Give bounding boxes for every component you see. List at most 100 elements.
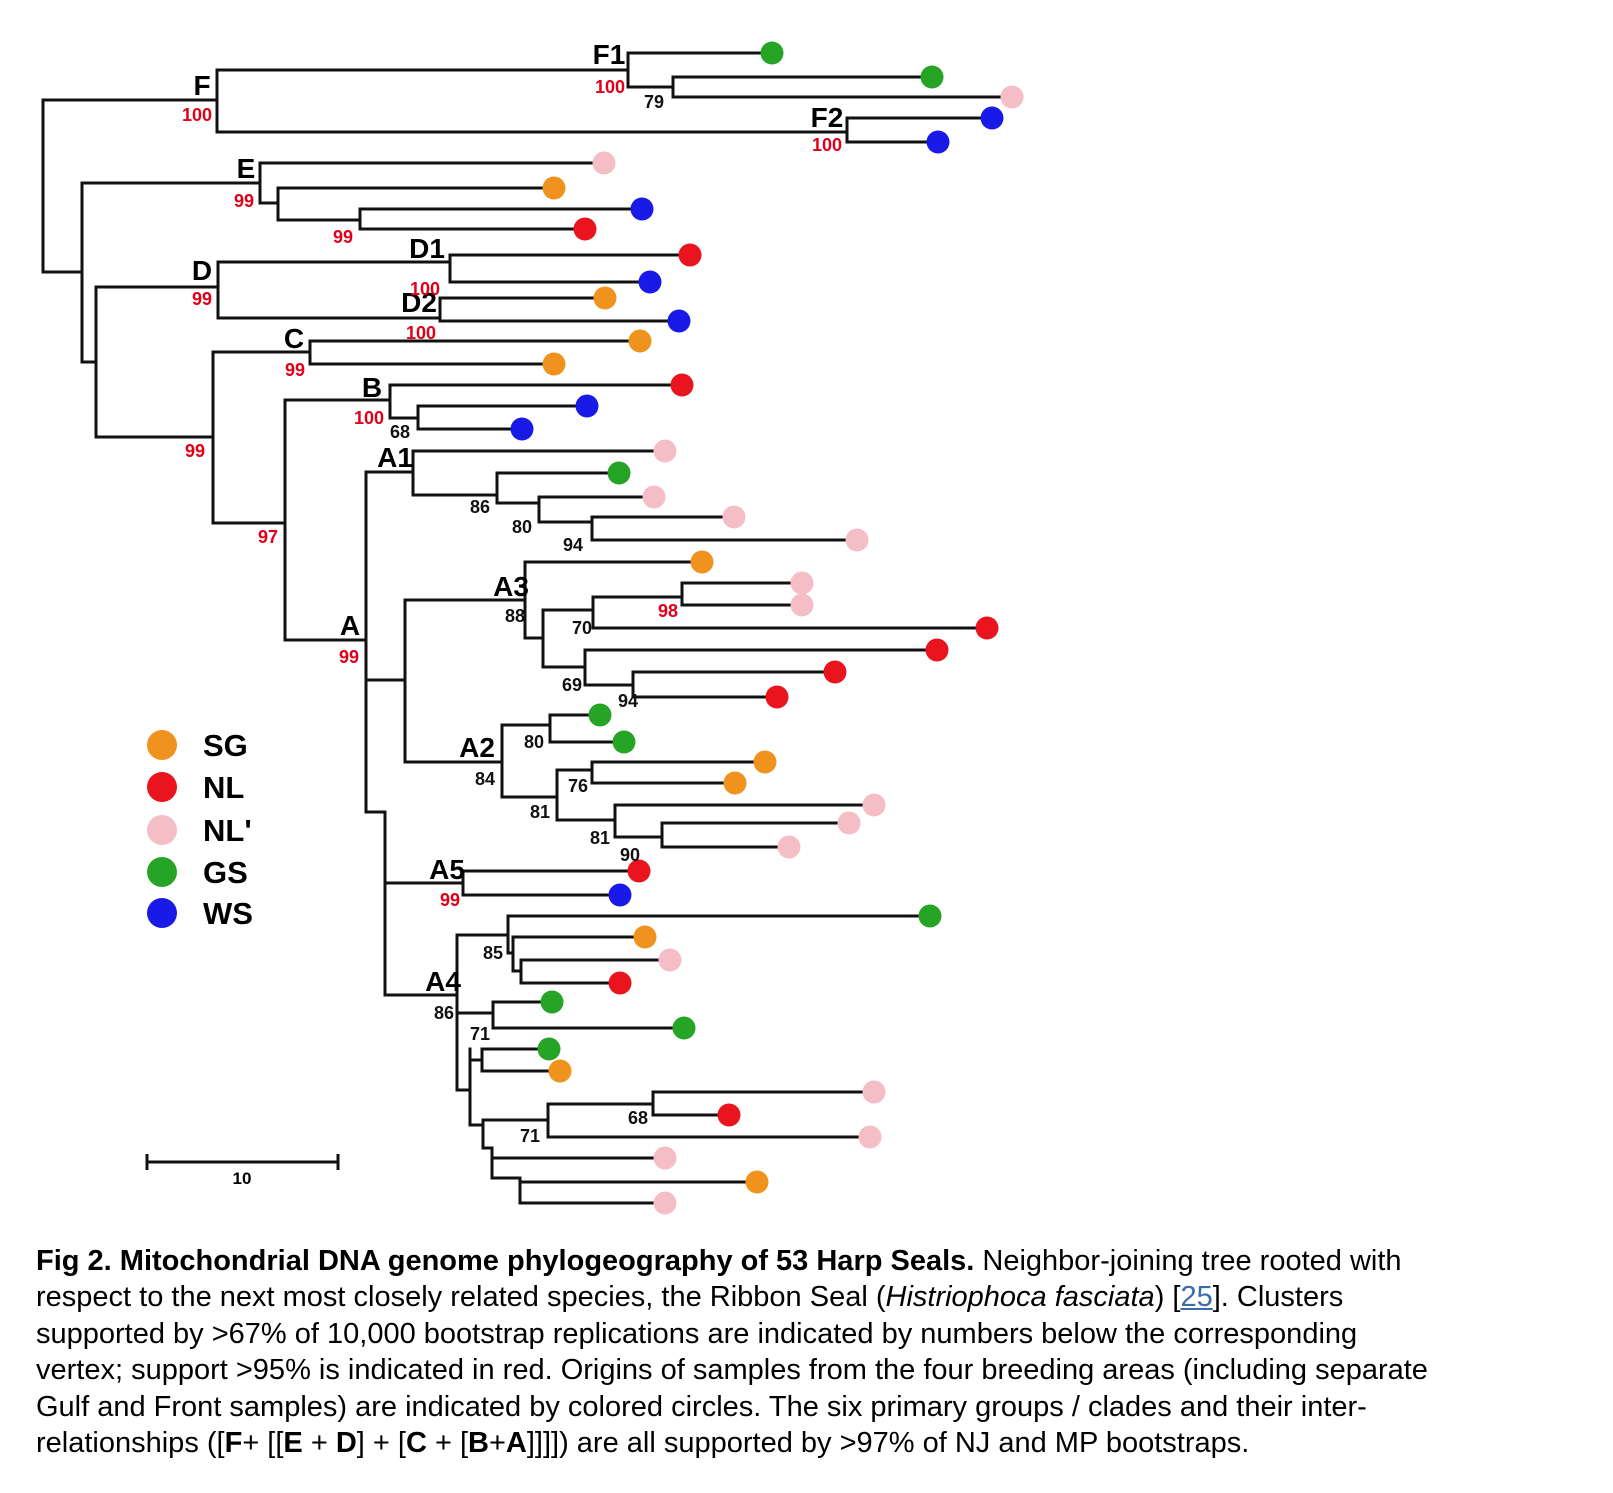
clade-label-a4: A4 (425, 966, 461, 997)
support-value: 84 (475, 769, 495, 789)
caption-line: supported by >67% of 10,000 bootstrap re… (36, 1316, 1581, 1352)
tip-nlp-circle (790, 571, 814, 595)
tip-gs-circle (540, 990, 564, 1014)
tip-sg-circle (542, 176, 566, 200)
tip-gs-circle (918, 904, 942, 928)
tip-gs-circle (612, 730, 636, 754)
support-value: 79 (644, 92, 664, 112)
tip-ws-circle (630, 197, 654, 221)
legend-label-nl: NL (203, 770, 244, 805)
support-value-red: 100 (410, 279, 440, 299)
caption-line: relationships ([F+ [[E + D] + [C + [B+A]… (36, 1425, 1581, 1461)
tip-gs-circle (588, 703, 612, 727)
support-value-red: 99 (333, 227, 353, 247)
caption-bold-text: A (505, 1427, 527, 1460)
legend-label-nlp: NL' (203, 813, 252, 848)
tip-gs-circle (920, 65, 944, 89)
support-value: 94 (563, 535, 583, 555)
tip-nl-circle (670, 373, 694, 397)
reference-link-25[interactable]: 25 (1180, 1281, 1213, 1314)
tip-nlp-circle (790, 593, 814, 617)
caption-text: ) [ (1154, 1281, 1181, 1314)
support-value-red: 97 (258, 527, 278, 547)
tip-nlp-circle (653, 1191, 677, 1215)
support-value-red: 99 (234, 191, 254, 211)
caption-text: vertex; support >95% is indicated in red… (36, 1354, 1428, 1387)
tip-sg-circle (690, 550, 714, 574)
legend-swatch-gs (147, 857, 177, 887)
tip-nlp-circle (658, 948, 682, 972)
caption-text: ]]]]) are all supported by >97% of NJ an… (526, 1427, 1250, 1460)
support-value-red: 100 (354, 408, 384, 428)
tip-nlp-circle (777, 835, 801, 859)
tip-nlp-circle (858, 1125, 882, 1149)
scale-bar-label: 10 (233, 1169, 252, 1188)
caption-text: Neighbor-joining tree rooted with (982, 1245, 1402, 1277)
tip-sg-circle (548, 1059, 572, 1083)
support-value-red: 98 (658, 601, 678, 621)
tip-nlp-circle (653, 439, 677, 463)
support-value: 81 (590, 828, 610, 848)
clade-label-a5: A5 (429, 854, 465, 885)
support-value-red: 99 (192, 289, 212, 309)
caption-text: ] + [ (356, 1427, 406, 1460)
tip-nlp-circle (592, 151, 616, 175)
clade-label-a: A (340, 610, 360, 641)
caption-line: Gulf and Front samples) are indicated by… (36, 1389, 1581, 1425)
tip-sg-circle (593, 286, 617, 310)
tip-ws-circle (575, 394, 599, 418)
support-value-red: 99 (185, 441, 205, 461)
caption-bold-text: F (224, 1427, 243, 1460)
tip-nl-circle (823, 660, 847, 684)
legend-swatch-nl (147, 772, 177, 802)
caption-text: supported by >67% of 10,000 bootstrap re… (36, 1317, 1358, 1350)
tip-ws-circle (980, 106, 1004, 130)
caption-text: + [ (426, 1427, 469, 1460)
clade-label-f: F (193, 70, 210, 101)
tip-nlp-circle (862, 793, 886, 817)
clade-label-d1: D1 (409, 233, 445, 264)
support-value: 71 (470, 1024, 490, 1044)
tip-gs-circle (672, 1016, 696, 1040)
support-value: 86 (470, 497, 490, 517)
tip-ws-circle (638, 270, 662, 294)
clade-label-a1: A1 (377, 442, 413, 473)
caption-line: Fig 2. Mitochondrial DNA genome phylogeo… (36, 1243, 1581, 1279)
support-value: 94 (618, 691, 638, 711)
caption-line: vertex; support >95% is indicated in red… (36, 1352, 1581, 1388)
caption-bold-text: B (468, 1427, 489, 1460)
legend-label-ws: WS (203, 896, 253, 931)
caption-text: relationships ([ (36, 1427, 225, 1460)
clade-label-f2: F2 (811, 102, 844, 133)
clade-label-c: C (284, 323, 304, 354)
caption-bold-text: C (405, 1427, 427, 1460)
caption-text: + [[ (242, 1427, 284, 1460)
legend-swatch-nlp (147, 815, 177, 845)
caption-bold-text: Fig 2. Mitochondrial DNA genome phylogeo… (36, 1245, 983, 1277)
legend-swatch-ws (147, 898, 177, 928)
tip-sg-circle (633, 925, 657, 949)
support-value: 70 (572, 618, 592, 638)
tip-nlp-circle (653, 1146, 677, 1170)
legend-label-sg: SG (203, 728, 248, 763)
tip-nl-circle (627, 859, 651, 883)
support-value: 85 (483, 943, 503, 963)
support-value-red: 100 (812, 135, 842, 155)
tip-sg-circle (723, 771, 747, 795)
tip-sg-circle (628, 329, 652, 353)
tip-ws-circle (667, 309, 691, 333)
support-value-red: 99 (440, 890, 460, 910)
species-name-italic: Histriophoca fasciata (885, 1281, 1155, 1314)
support-value-red: 99 (339, 647, 359, 667)
caption-text: Gulf and Front samples) are indicated by… (36, 1390, 1367, 1423)
support-value: 68 (390, 422, 410, 442)
caption-text: respect to the next most closely related… (36, 1281, 886, 1314)
caption-bold-text: E (283, 1427, 303, 1460)
tip-sg-circle (745, 1170, 769, 1194)
tip-nlp-circle (1000, 85, 1024, 109)
tip-nlp-circle (845, 528, 869, 552)
support-value: 80 (524, 732, 544, 752)
legend-swatch-sg (147, 730, 177, 760)
